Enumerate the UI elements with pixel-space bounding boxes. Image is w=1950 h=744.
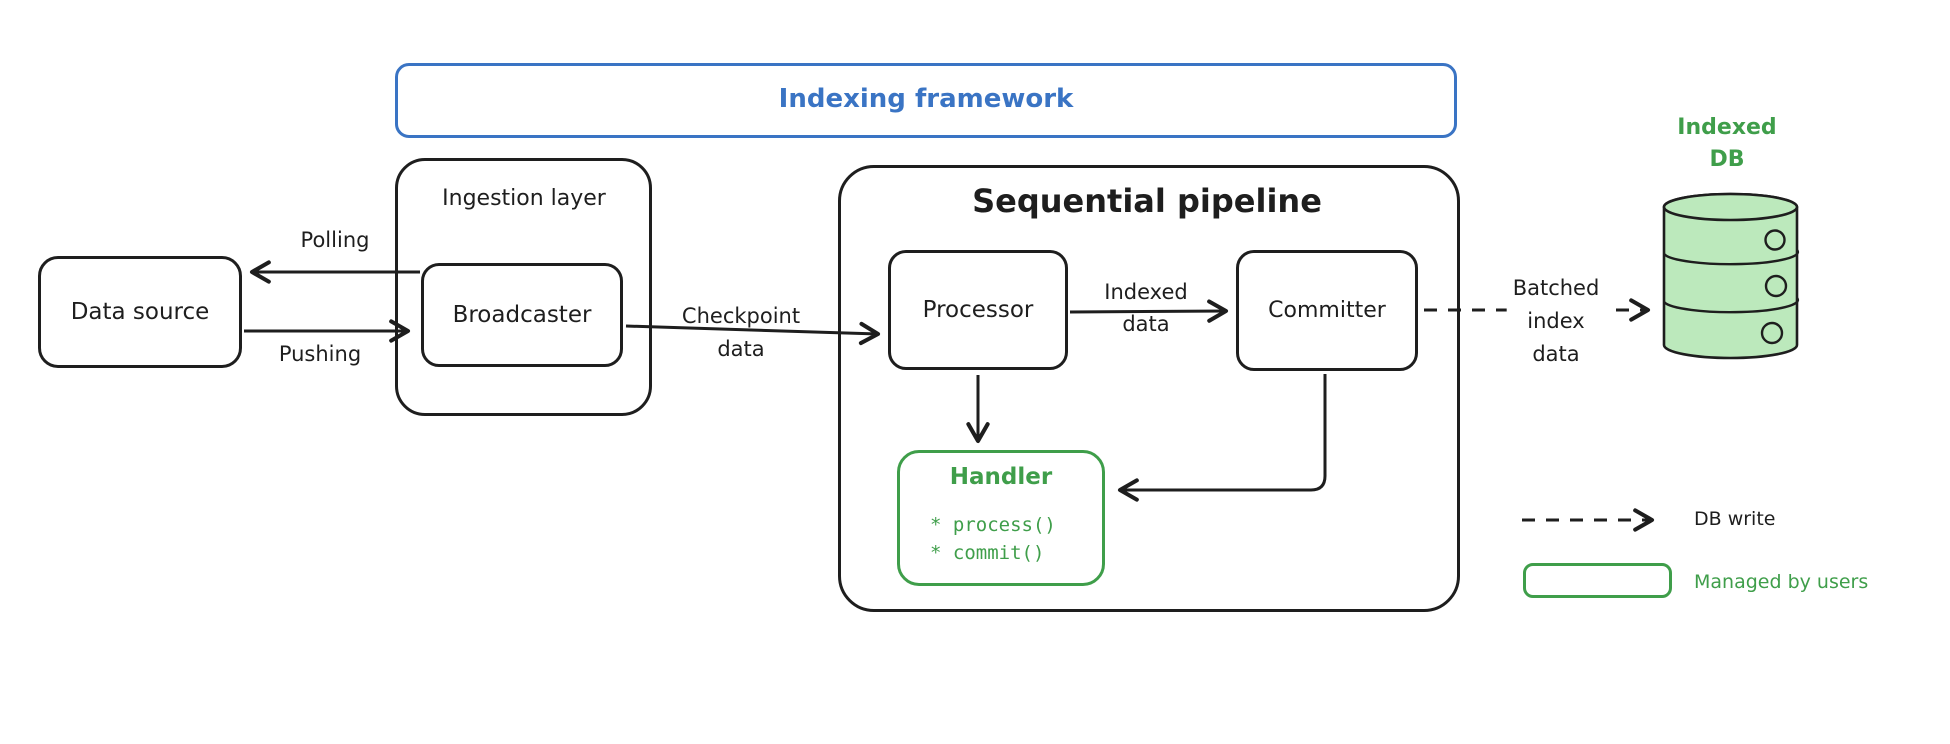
indexed-data-label-line2: data — [1122, 312, 1170, 336]
node-committer: Committer — [1236, 250, 1418, 371]
indexing-framework-frame — [395, 63, 1457, 138]
database-icon — [1662, 192, 1800, 360]
processor-label: Processor — [922, 297, 1034, 323]
legend-managed-label: Managed by users — [1694, 571, 1869, 593]
indexing-framework-title: Indexing framework — [778, 84, 1074, 114]
node-broadcaster: Broadcaster — [421, 263, 623, 367]
sequential-pipeline-title: Sequential pipeline — [972, 182, 1322, 220]
checkpoint-data-label: Checkpoint data — [682, 300, 800, 366]
node-data-source: Data source — [38, 256, 242, 368]
batched-label-line2: index — [1527, 309, 1585, 333]
checkpoint-label-line1: Checkpoint — [681, 304, 801, 328]
data-source-label: Data source — [70, 299, 210, 325]
handler-title: Handler — [949, 464, 1053, 490]
polling-label: Polling — [300, 228, 370, 252]
pushing-label: Pushing — [278, 342, 362, 366]
committer-label: Committer — [1268, 298, 1386, 323]
handler-method-process: * process() — [930, 514, 1056, 536]
legend-managed-box — [1523, 563, 1672, 598]
handler-method-commit: * commit() — [930, 542, 1045, 564]
indexed-data-label-line1: Indexed — [1104, 280, 1188, 304]
batched-index-data-label: Batched index data — [1506, 272, 1606, 371]
batched-label-line3: data — [1532, 342, 1580, 366]
legend-db-write-label: DB write — [1694, 508, 1776, 530]
batched-label-line1: Batched — [1512, 276, 1600, 300]
indexed-data-label: Indexed data — [1104, 276, 1187, 340]
handler-methods: * process() * commit() — [930, 511, 1056, 567]
indexed-db-label-line1: Indexed — [1677, 115, 1777, 140]
indexed-db-label-line2: DB — [1709, 147, 1745, 172]
node-processor: Processor — [888, 250, 1068, 370]
node-handler — [897, 450, 1105, 586]
checkpoint-label-line2: data — [717, 337, 765, 361]
ingestion-layer-title: Ingestion layer — [442, 186, 606, 211]
indexed-db-label: Indexed DB — [1677, 112, 1776, 176]
sequential-pipeline-box — [838, 165, 1460, 612]
broadcaster-label: Broadcaster — [452, 302, 592, 328]
